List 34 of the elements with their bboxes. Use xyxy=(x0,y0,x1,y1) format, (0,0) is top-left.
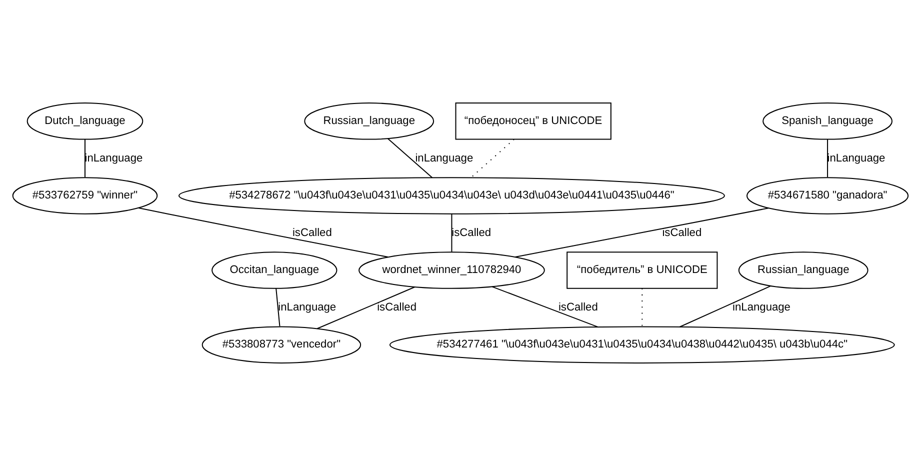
connector xyxy=(451,213,452,252)
node-ellipse: Spanish_language xyxy=(762,102,892,140)
connector xyxy=(515,207,768,257)
connector xyxy=(680,285,771,327)
connector xyxy=(827,138,828,177)
connector xyxy=(388,138,433,178)
node-ellipse: #534278672 "\u043f\u043e\u0431\u0435\u0434\u043e\ u043d\u043e\u0441\u0435\u0446" xyxy=(178,176,725,214)
node-ellipse: #533762759 "winner" xyxy=(12,176,158,214)
edge-label: inLanguage xyxy=(278,300,336,313)
connector xyxy=(316,286,415,329)
connector xyxy=(492,286,598,327)
node-ellipse: Russian_language xyxy=(304,102,434,140)
node-box: “победоносец” в UNICODE xyxy=(455,102,612,140)
edge-label: isCalled xyxy=(662,226,702,238)
node-ellipse: Russian_language xyxy=(738,251,868,288)
edge-label: isCalled xyxy=(558,300,598,313)
connector xyxy=(84,138,86,177)
edge-label: isCalled xyxy=(377,300,417,313)
node-ellipse: #533808773 "vencedor" xyxy=(202,326,362,363)
node-ellipse: Dutch_language xyxy=(26,102,144,140)
node-box: “победитель” в UNICODE xyxy=(566,251,718,288)
node-ellipse: wordnet_winner_110782940 xyxy=(358,251,545,288)
edge-label: isCalled xyxy=(292,226,332,238)
node-ellipse: Occitan_language xyxy=(212,251,338,288)
edge-label: inLanguage xyxy=(732,300,790,313)
edge-label: isCalled xyxy=(452,226,492,238)
connector xyxy=(138,206,388,258)
edge-label: inLanguage xyxy=(415,152,474,164)
edge-label: inLanguage xyxy=(827,152,886,164)
edge-label: inLanguage xyxy=(84,152,143,164)
node-ellipse: #534671580 "ganadora" xyxy=(746,176,909,214)
node-ellipse: #534277461 "\u043f\u043e\u0431\u0435\u0434\u0438\u0442\u0435\ u043b\u044c" xyxy=(389,326,895,363)
connector xyxy=(276,288,280,326)
connector xyxy=(470,138,514,178)
